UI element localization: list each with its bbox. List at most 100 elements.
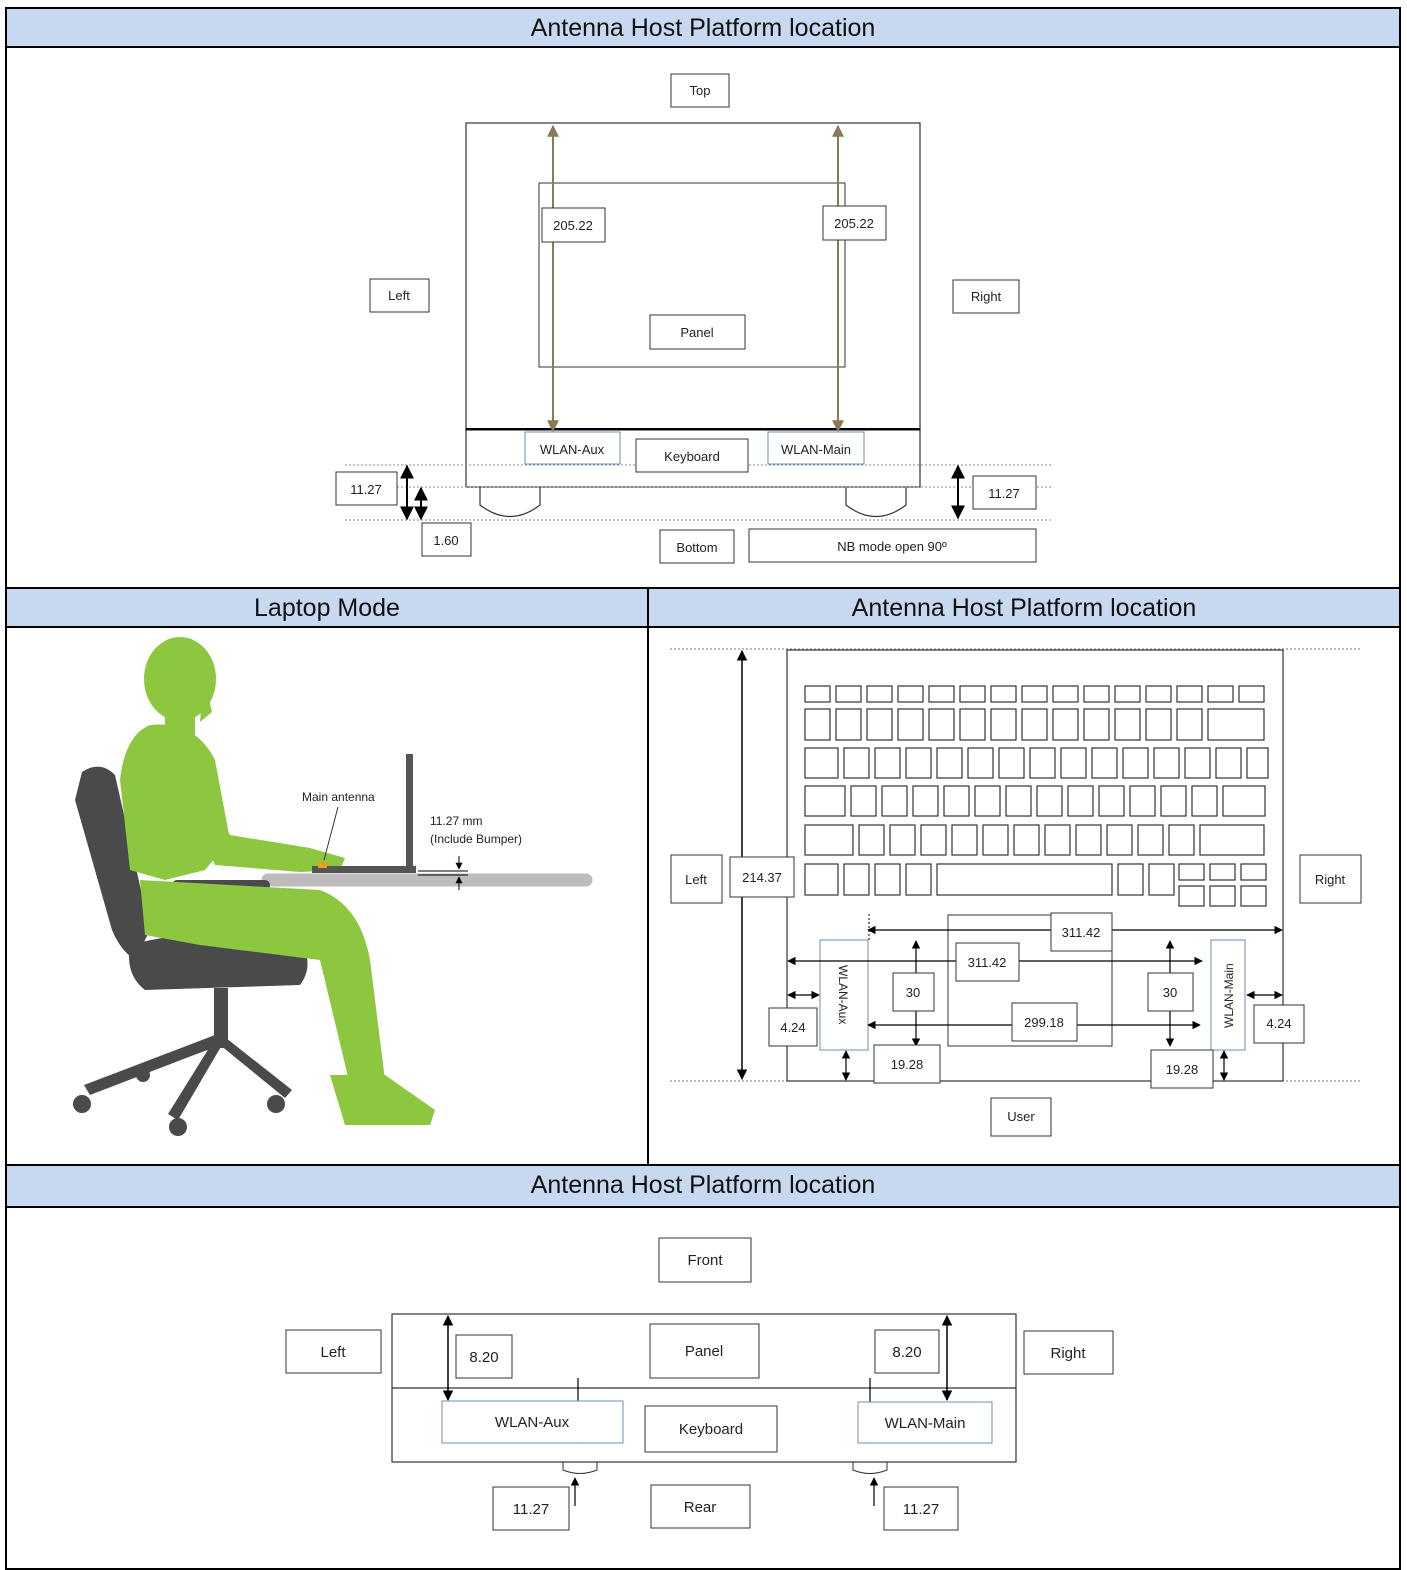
keyboard-key [804, 785, 846, 817]
height-label-right: 11.27 [988, 486, 1020, 501]
keyboard-key [967, 747, 994, 779]
keyboard-key [1098, 785, 1125, 817]
wlan-main-vertical-label: WLAN-Main [1222, 963, 1236, 1028]
section-header-top: Antenna Host Platform location [5, 7, 1401, 48]
keyboard-key [998, 747, 1025, 779]
diagram-side-view: Front Left Right Panel 8.20 8.20 WLAN-Au… [285, 1237, 1114, 1531]
section-title: Laptop Mode [254, 594, 400, 622]
keyboard-key [1106, 824, 1133, 856]
user-label: User [1007, 1109, 1035, 1124]
left-label: Left [388, 288, 410, 303]
keyboard-key [1160, 785, 1187, 817]
top-label: Top [690, 83, 711, 98]
keyboard-key [990, 708, 1017, 741]
keyboard-key [1021, 685, 1048, 703]
keyboard-key [1083, 685, 1110, 703]
keyboard-key [1184, 747, 1211, 779]
keyboard-key [1060, 747, 1087, 779]
keyboard-key [1145, 708, 1172, 741]
keyboard-key [1075, 824, 1102, 856]
dim-label-right: 8.20 [892, 1344, 921, 1361]
antenna-marker [318, 862, 327, 868]
width-label-top: 311.42 [1062, 925, 1101, 940]
person-figure [120, 637, 435, 1125]
keyboard-key [1178, 885, 1205, 907]
keyboard-key [1209, 863, 1236, 881]
keyboard-key [804, 863, 839, 896]
keyboard-key [1222, 785, 1266, 817]
wlan-aux-label: WLAN-Aux [540, 442, 605, 457]
keyboard-key [1091, 747, 1118, 779]
keyboard-key [1005, 785, 1032, 817]
display-outline [465, 122, 921, 431]
keyboard-key [928, 685, 955, 703]
keyboard-key [889, 824, 916, 856]
foot-left [562, 1462, 598, 1474]
laptop-base [312, 866, 416, 873]
wlan-aux-label: WLAN-Aux [495, 1414, 570, 1431]
keyboard-key [866, 708, 893, 741]
keyboard-label: Keyboard [679, 1421, 743, 1438]
left-label: Left [320, 1344, 346, 1361]
rear-label: Rear [684, 1499, 717, 1516]
section-title: Antenna Host Platform location [530, 1171, 876, 1199]
keyboard-key [874, 747, 901, 779]
keyboard-key [1122, 747, 1149, 779]
left-label: Left [685, 872, 707, 887]
keyboard-key [1168, 824, 1195, 856]
spacing-label: 299.18 [1024, 1015, 1064, 1030]
laptop-mode-illustration: Main antenna 11.27 mm (Include Bumper) [73, 637, 593, 1136]
panel-outline [538, 182, 846, 368]
keyboard-key [1036, 785, 1063, 817]
keyboard-key [1129, 785, 1156, 817]
keyboard-key [912, 785, 939, 817]
keyboard-key [928, 708, 955, 741]
d30-label-right: 30 [1163, 985, 1177, 1000]
diagram-front-view: Top Left Right Panel 205.22 205.22 WLAN-… [335, 73, 1052, 564]
office-chair [73, 766, 308, 1136]
keyboard-keys [804, 685, 1269, 907]
right-label: Right [971, 289, 1002, 304]
dim-label-left: 205.22 [553, 218, 593, 233]
keyboard-key [1246, 747, 1269, 779]
edge-label-right: 4.24 [1266, 1016, 1291, 1031]
keyboard-key [850, 785, 877, 817]
keyboard-key [804, 824, 854, 856]
dim-label-right: 205.22 [834, 216, 874, 231]
bottom-label-left: 19.28 [891, 1057, 924, 1072]
height-label-left: 11.27 [513, 1501, 549, 1518]
keyboard-key [1117, 863, 1144, 896]
keyboard-key [951, 824, 978, 856]
right-label: Right [1050, 1345, 1086, 1362]
bumper-label: 1.60 [433, 533, 458, 548]
keyboard-key [835, 685, 862, 703]
keyboard-key [1114, 685, 1141, 703]
height-label-left: 11.27 [350, 482, 382, 497]
keyboard-key [866, 685, 893, 703]
keyboard-key [874, 863, 901, 896]
keyboard-key [1114, 708, 1141, 741]
keyboard-key [1240, 885, 1267, 907]
keyboard-key [804, 708, 831, 741]
wlan-main-label: WLAN-Main [885, 1415, 966, 1432]
laptop-screen [406, 754, 413, 872]
keyboard-key [835, 708, 862, 741]
keyboard-key [920, 824, 947, 856]
keyboard-key [1137, 824, 1164, 856]
bottom-label: Bottom [676, 540, 717, 555]
keyboard-key [982, 824, 1009, 856]
bumper-note: (Include Bumper) [430, 832, 522, 846]
right-label: Right [1315, 872, 1346, 887]
keyboard-key [1145, 685, 1172, 703]
keyboard-key [1176, 708, 1203, 741]
keyboard-key [1199, 824, 1265, 856]
touchpad [947, 914, 1113, 1047]
keyboard-key [1238, 685, 1265, 703]
keyboard-key [858, 824, 885, 856]
width-label-mid: 311.42 [968, 955, 1007, 970]
section-title: Antenna Host Platform location [530, 14, 876, 42]
keyboard-key [943, 785, 970, 817]
bottom-label-right: 19.28 [1166, 1062, 1199, 1077]
keyboard-key [1067, 785, 1094, 817]
